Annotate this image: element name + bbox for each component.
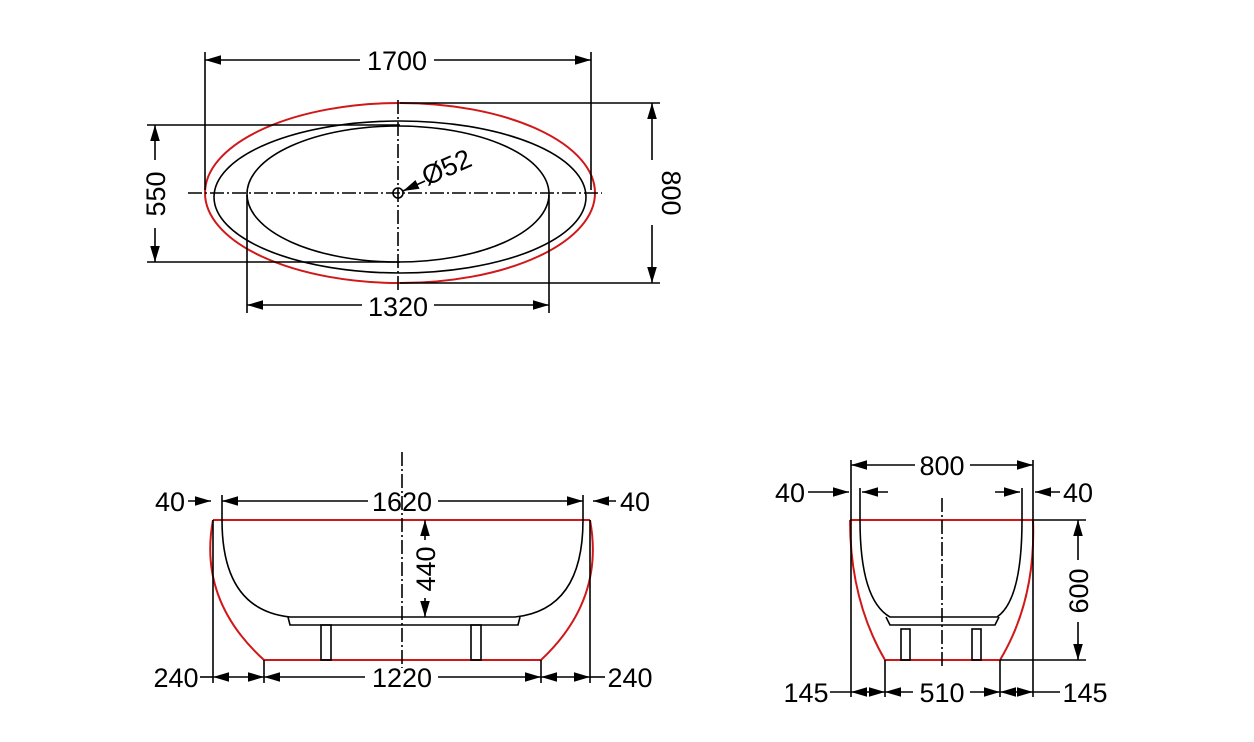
dim-right-rim: 40 xyxy=(1063,478,1093,508)
dim-depth: 440 xyxy=(411,546,441,591)
dim-drain: Ø52 xyxy=(417,143,476,191)
dim-right-rim: 40 xyxy=(620,487,650,517)
dim-left-offset: 240 xyxy=(153,663,198,693)
dim-top-length: 1620 xyxy=(372,487,432,517)
top-view: 1700 800 550 1320 Ø52 xyxy=(141,46,686,322)
dim-base-width: 510 xyxy=(919,678,964,708)
dim-right-offset: 240 xyxy=(607,663,652,693)
dim-height: 600 xyxy=(1064,568,1094,613)
inner-rim xyxy=(213,120,587,274)
base-plate xyxy=(287,616,521,626)
dim-inner-length: 1320 xyxy=(368,292,428,322)
leg xyxy=(320,624,332,661)
leg xyxy=(470,624,482,661)
leg xyxy=(900,628,911,661)
dim-top-width: 800 xyxy=(919,451,964,481)
dim-right-offset: 145 xyxy=(1062,678,1107,708)
dim-base-length: 1220 xyxy=(372,663,432,693)
side-view: 1620 40 40 440 1220 240 240 xyxy=(153,452,653,693)
dim-length: 1700 xyxy=(367,46,427,76)
end-view: 800 40 40 600 145 510 145 xyxy=(775,451,1108,708)
leg xyxy=(971,628,982,661)
dim-width: 800 xyxy=(656,170,686,215)
dim-inner-width: 550 xyxy=(141,171,171,216)
dim-left-rim: 40 xyxy=(155,487,185,517)
inner-basin xyxy=(859,519,1023,618)
dim-left-rim: 40 xyxy=(775,478,805,508)
drain-icon xyxy=(392,187,404,199)
dim-left-offset: 145 xyxy=(783,678,828,708)
